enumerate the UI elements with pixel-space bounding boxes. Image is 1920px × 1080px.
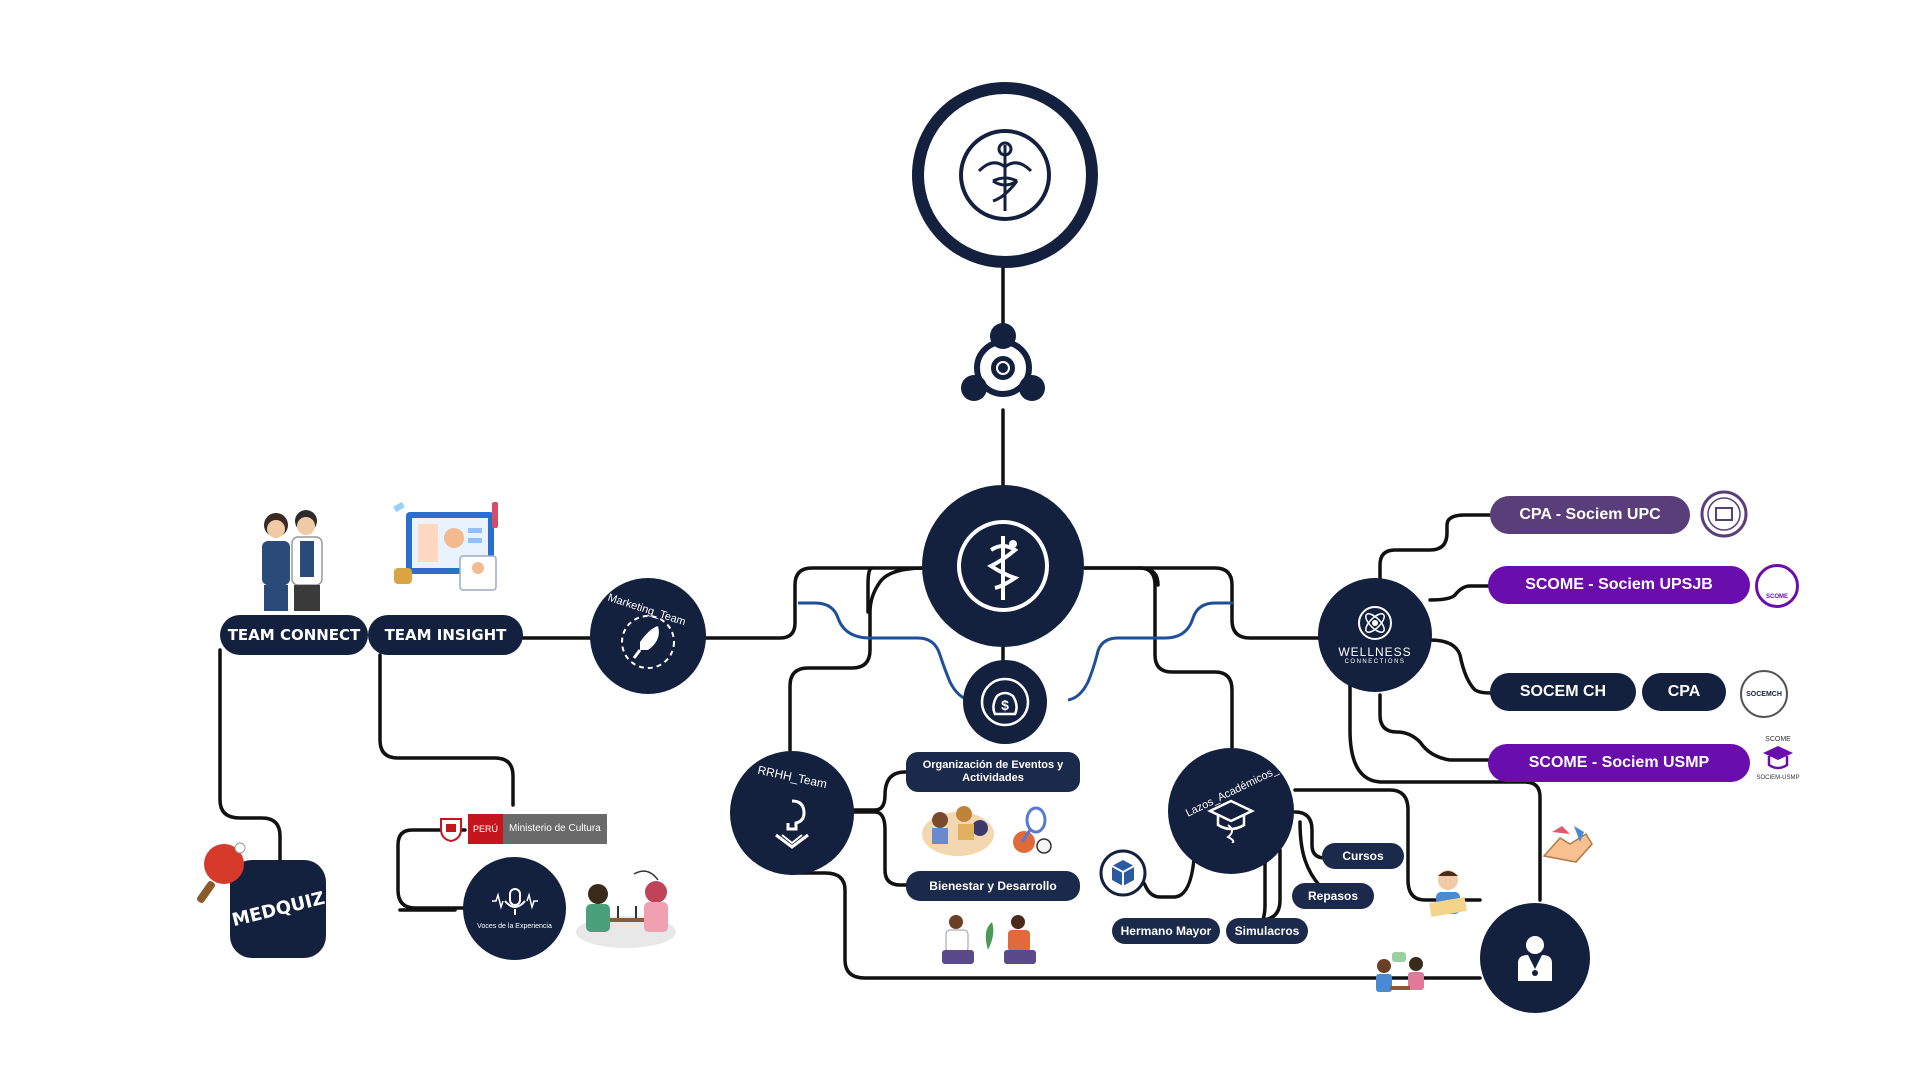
socemch-badge: SOCEMCH <box>1740 670 1788 718</box>
doctor-icon <box>1518 936 1552 981</box>
wellness-connections-node[interactable]: WELLNESS CONNECTIONS <box>1318 578 1432 692</box>
finance-node[interactable]: $ <box>963 660 1047 744</box>
cpa-upc-badge-icon <box>1700 490 1748 538</box>
cpa-pill[interactable]: CPA <box>1642 673 1726 711</box>
socemch-badge-text: SOCEMCH <box>1746 690 1782 698</box>
handshake-icon <box>1542 826 1593 863</box>
team-connect-pill[interactable]: TEAM CONNECT <box>220 615 368 655</box>
podcast-illustration <box>576 870 676 948</box>
bienestar-desarrollo-pill[interactable]: Bienestar y Desarrollo <box>906 871 1080 901</box>
medical-screen-illustration <box>393 501 498 591</box>
tutoring-icon <box>1376 952 1424 992</box>
cpa-sociem-upc-pill[interactable]: CPA - Sociem UPC <box>1490 496 1690 534</box>
doctor-node[interactable] <box>1480 903 1590 1013</box>
rocket-icon <box>621 615 675 669</box>
socem-ch-pill[interactable]: SOCEM CH <box>1490 673 1636 711</box>
graduation-icon <box>1207 799 1255 843</box>
peru-label: PERÚ <box>468 814 504 844</box>
repasos-pill[interactable]: Repasos <box>1292 883 1374 909</box>
wellness-sublabel: CONNECTIONS <box>1344 659 1406 665</box>
scome-sociem-usmp-pill[interactable]: SCOME - Sociem USMP <box>1488 744 1750 782</box>
scome-badge-text: SCOME <box>1765 594 1788 600</box>
atom-icon <box>1358 606 1392 640</box>
wellness-label: WELLNESS <box>1338 645 1412 659</box>
scome-badge: SCOME <box>1755 564 1799 608</box>
team-insight-pill[interactable]: TEAM INSIGHT <box>368 615 523 655</box>
simulacros-pill[interactable]: Simulacros <box>1226 918 1308 944</box>
voces-label: Voces de la Experiencia <box>477 923 552 930</box>
scome-usmp-logo: SCOME SOCIEM-USMP <box>1748 736 1808 792</box>
marketing-team-node[interactable] <box>590 578 706 694</box>
caduceus-icon <box>959 129 1051 221</box>
sociem-usmp-small-text: SOCIEM-USMP <box>1756 775 1800 781</box>
events-illustration <box>922 806 1052 856</box>
money-bag-icon: $ <box>980 677 1030 727</box>
cube-logo-icon <box>1099 849 1147 897</box>
doctors-illustration <box>262 510 323 611</box>
rrhh-team-node[interactable] <box>730 751 854 875</box>
scome-sociem-upsjb-pill[interactable]: SCOME - Sociem UPSJB <box>1488 566 1750 604</box>
ping-pong-icon <box>197 842 246 903</box>
brain-icon <box>775 799 809 849</box>
aesculapius-icon <box>957 520 1049 612</box>
peru-shield-icon <box>440 818 462 843</box>
cursos-pill[interactable]: Cursos <box>1322 843 1404 869</box>
microphone-icon <box>491 888 538 915</box>
voces-experiencia-node[interactable]: Voces de la Experiencia <box>463 857 566 960</box>
svg-text:$: $ <box>1001 697 1009 713</box>
scome-small-text: SCOME <box>1765 736 1791 743</box>
student-icon <box>1429 870 1467 918</box>
hermano-mayor-pill[interactable]: Hermano Mayor <box>1112 918 1220 944</box>
caduceus-emblem <box>912 82 1098 268</box>
ministerio-label: Ministerio de Cultura <box>503 814 607 844</box>
lazos-academicos-node[interactable] <box>1168 748 1294 874</box>
medquiz-tile[interactable]: MEDQUIZ <box>229 860 327 958</box>
organizacion-eventos-pill[interactable]: Organización de Eventos y Actividades <box>906 752 1080 792</box>
central-hub[interactable] <box>922 485 1084 647</box>
wellbeing-illustration <box>942 915 1036 964</box>
ministerio-cultura-logo: PERÚ Ministerio de Cultura <box>437 814 607 844</box>
scome-usmp-icon <box>1763 746 1793 770</box>
team-icon <box>961 323 1045 401</box>
